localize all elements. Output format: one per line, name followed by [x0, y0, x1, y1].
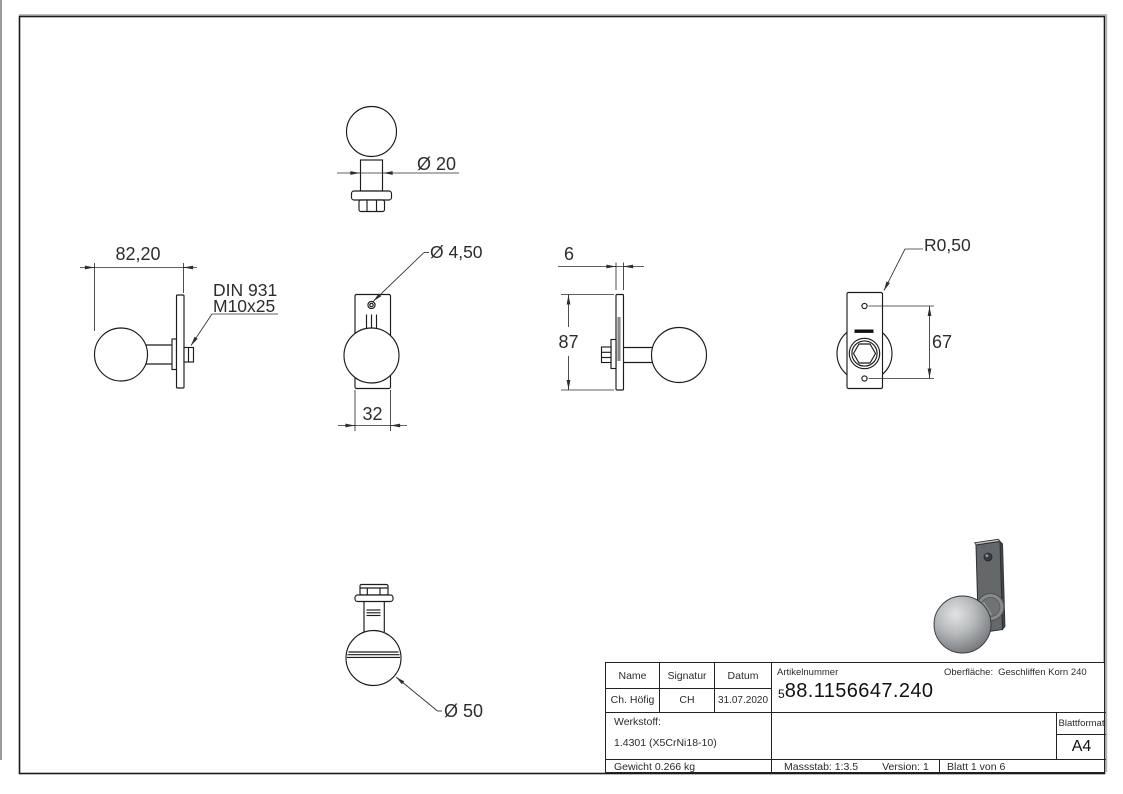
front-view: Ø 4,50 32 — [338, 242, 483, 431]
oberflaeche: Oberfläche: Geschliffen Korn 240 — [944, 666, 1087, 678]
render-3d — [933, 538, 1006, 654]
divider — [1056, 712, 1058, 759]
dim-hole-diameter: Ø 4,50 — [373, 242, 483, 302]
dim-corner-radius-label: R0,50 — [924, 235, 971, 255]
divider — [606, 759, 1106, 761]
blattformat-label: Blattformat — [1058, 717, 1105, 729]
dim-plate-thickness-label: 6 — [564, 244, 574, 264]
divider — [606, 712, 1106, 714]
knob-ball — [345, 629, 402, 687]
oberflaeche-label: Oberfläche: — [944, 666, 994, 678]
werkstoff-value: 1.4301 (X5CrNi18-10) — [614, 737, 717, 749]
side-view-left: 82,20 DIN 931 M10x25 — [80, 244, 278, 389]
dim-plate-height-label: 87 — [558, 332, 578, 352]
window-edge — [0, 0, 2, 760]
knob-flange — [171, 338, 178, 371]
dim-plate-width-label: 32 — [362, 404, 382, 424]
artikelnummer-prefix: 5 — [778, 687, 785, 701]
hex-nut — [852, 343, 877, 364]
screw-hole-3d — [983, 552, 993, 562]
hex-nut — [358, 199, 386, 213]
version: Version: 1 — [882, 760, 929, 773]
divider — [939, 759, 941, 774]
bottom-view: Ø 50 — [345, 583, 483, 721]
dim-hole-spacing: 67 — [868, 305, 952, 379]
top-view: Ø 20 — [337, 105, 459, 213]
datum-header: Datum — [727, 669, 759, 682]
blattformat-value: A4 — [1071, 738, 1092, 755]
dim-ball-diameter-label: Ø 50 — [444, 701, 483, 721]
surface-marks — [365, 314, 378, 328]
divider — [771, 663, 773, 774]
side-view-right: 6 87 — [558, 244, 708, 391]
screw-hole-top — [861, 302, 868, 310]
plate-shading — [617, 317, 621, 361]
hex-nut — [359, 583, 389, 596]
name-value: Ch. Höfig — [610, 694, 655, 706]
knob-ball — [93, 327, 149, 382]
plate — [175, 294, 185, 389]
bolt-head — [600, 346, 612, 364]
blatt: Blatt 1 von 6 — [947, 760, 1006, 773]
knob-neck — [359, 159, 384, 192]
oberflaeche-value: Geschliffen Korn 240 — [998, 666, 1087, 678]
title-block: Name Signatur Datum Ch. Höfig CH 31.07.2… — [605, 662, 1106, 774]
divider — [606, 688, 771, 690]
werkstoff-label: Werkstoff: — [614, 716, 661, 728]
dim-plate-thickness: 6 — [558, 244, 644, 290]
datum-value: 31.07.2020 — [717, 694, 769, 706]
dim-plate-width: 32 — [338, 390, 407, 431]
divider — [714, 663, 716, 712]
screw-hole — [367, 300, 376, 310]
marking-dash — [854, 329, 874, 333]
back-view: 67 R0,50 — [836, 235, 971, 390]
dim-ball-diameter: Ø 50 — [395, 676, 483, 721]
bolt-note-line1: DIN 931 — [213, 280, 277, 300]
screw-hole-bottom — [861, 375, 868, 382]
massstab-version: Massstab: 1:3.5 Version: 1 — [784, 759, 929, 774]
knob-ball — [345, 105, 398, 158]
sheet-frame — [18, 14, 1108, 775]
bolt-note: DIN 931 M10x25 — [190, 280, 278, 346]
knob-ball — [343, 327, 400, 384]
artikelnummer-label: Artikelnummer — [777, 666, 839, 678]
signatur-value: CH — [679, 694, 695, 706]
dim-hole-spacing-label: 67 — [932, 332, 952, 352]
dim-hole-diameter-label: Ø 4,50 — [430, 242, 483, 262]
flange-circle — [848, 337, 881, 370]
ball-marks — [347, 651, 400, 658]
washer — [610, 338, 617, 370]
knob-flange — [354, 594, 394, 603]
knob-ball-3d — [933, 595, 992, 654]
divider — [659, 663, 661, 712]
massstab: Massstab: 1:3.5 — [784, 760, 859, 773]
signatur-header: Signatur — [667, 669, 707, 682]
gewicht: Gewicht 0.266 kg — [614, 760, 696, 773]
dim-plate-height: 87 — [558, 294, 614, 391]
dim-overall-length-label: 82,20 — [115, 244, 160, 264]
dim-neck-diameter-label: Ø 20 — [417, 154, 456, 174]
dim-neck-diameter: Ø 20 — [337, 154, 459, 175]
neck-marks — [366, 609, 381, 617]
dim-overall-length: 82,20 — [80, 244, 197, 331]
bolt-note-line2: M10x25 — [213, 296, 275, 316]
dim-corner-radius: R0,50 — [883, 235, 971, 291]
artikelnummer-value: 88.1156647.240 — [784, 680, 934, 702]
name-header: Name — [618, 669, 647, 682]
divider — [1056, 734, 1106, 736]
knob-flange — [350, 190, 393, 201]
knob-ball — [650, 326, 708, 384]
